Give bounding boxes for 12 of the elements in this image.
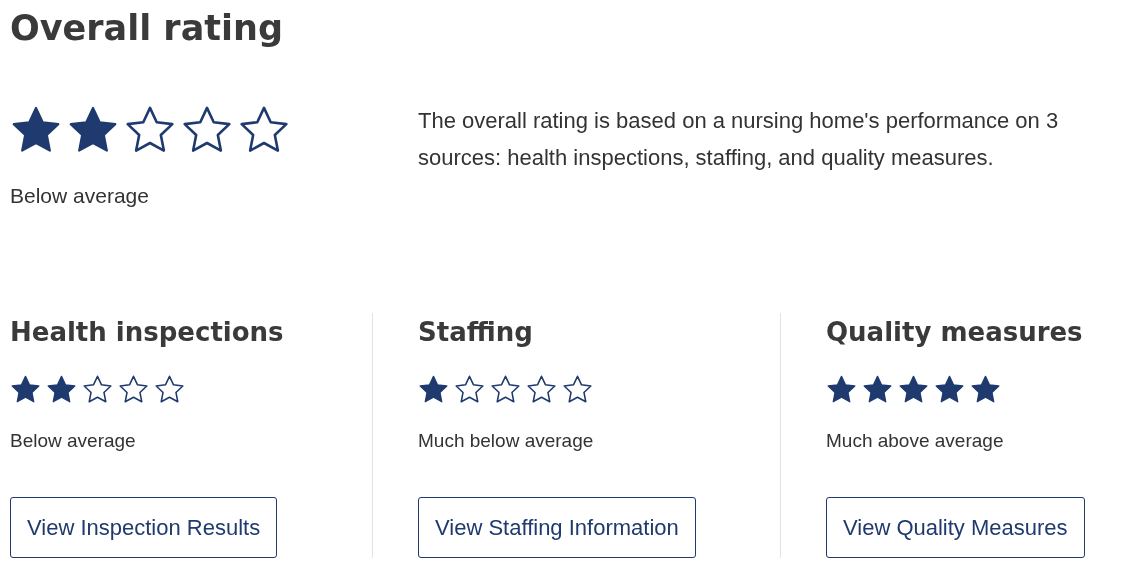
section-heading: Staffing <box>418 316 533 349</box>
rating-text: Much below average <box>418 429 594 453</box>
view-button: View Quality Measures <box>826 497 1085 558</box>
description-text: The overall rating is based on a nursing home's performance on 3 sources: health inspections, staffing, and quality measures. <box>418 107 1060 172</box>
view-button: View Staffing Information <box>418 497 696 558</box>
section-heading: Quality measures <box>826 316 1083 349</box>
section-heading: Health inspections <box>10 316 284 349</box>
rating-text: Much above average <box>826 429 1004 453</box>
page-heading: Overall rating <box>10 7 283 50</box>
view-button: View Inspection Results <box>10 497 278 558</box>
rating-text: Below average <box>10 183 149 209</box>
rating-text: Below average <box>10 429 136 453</box>
